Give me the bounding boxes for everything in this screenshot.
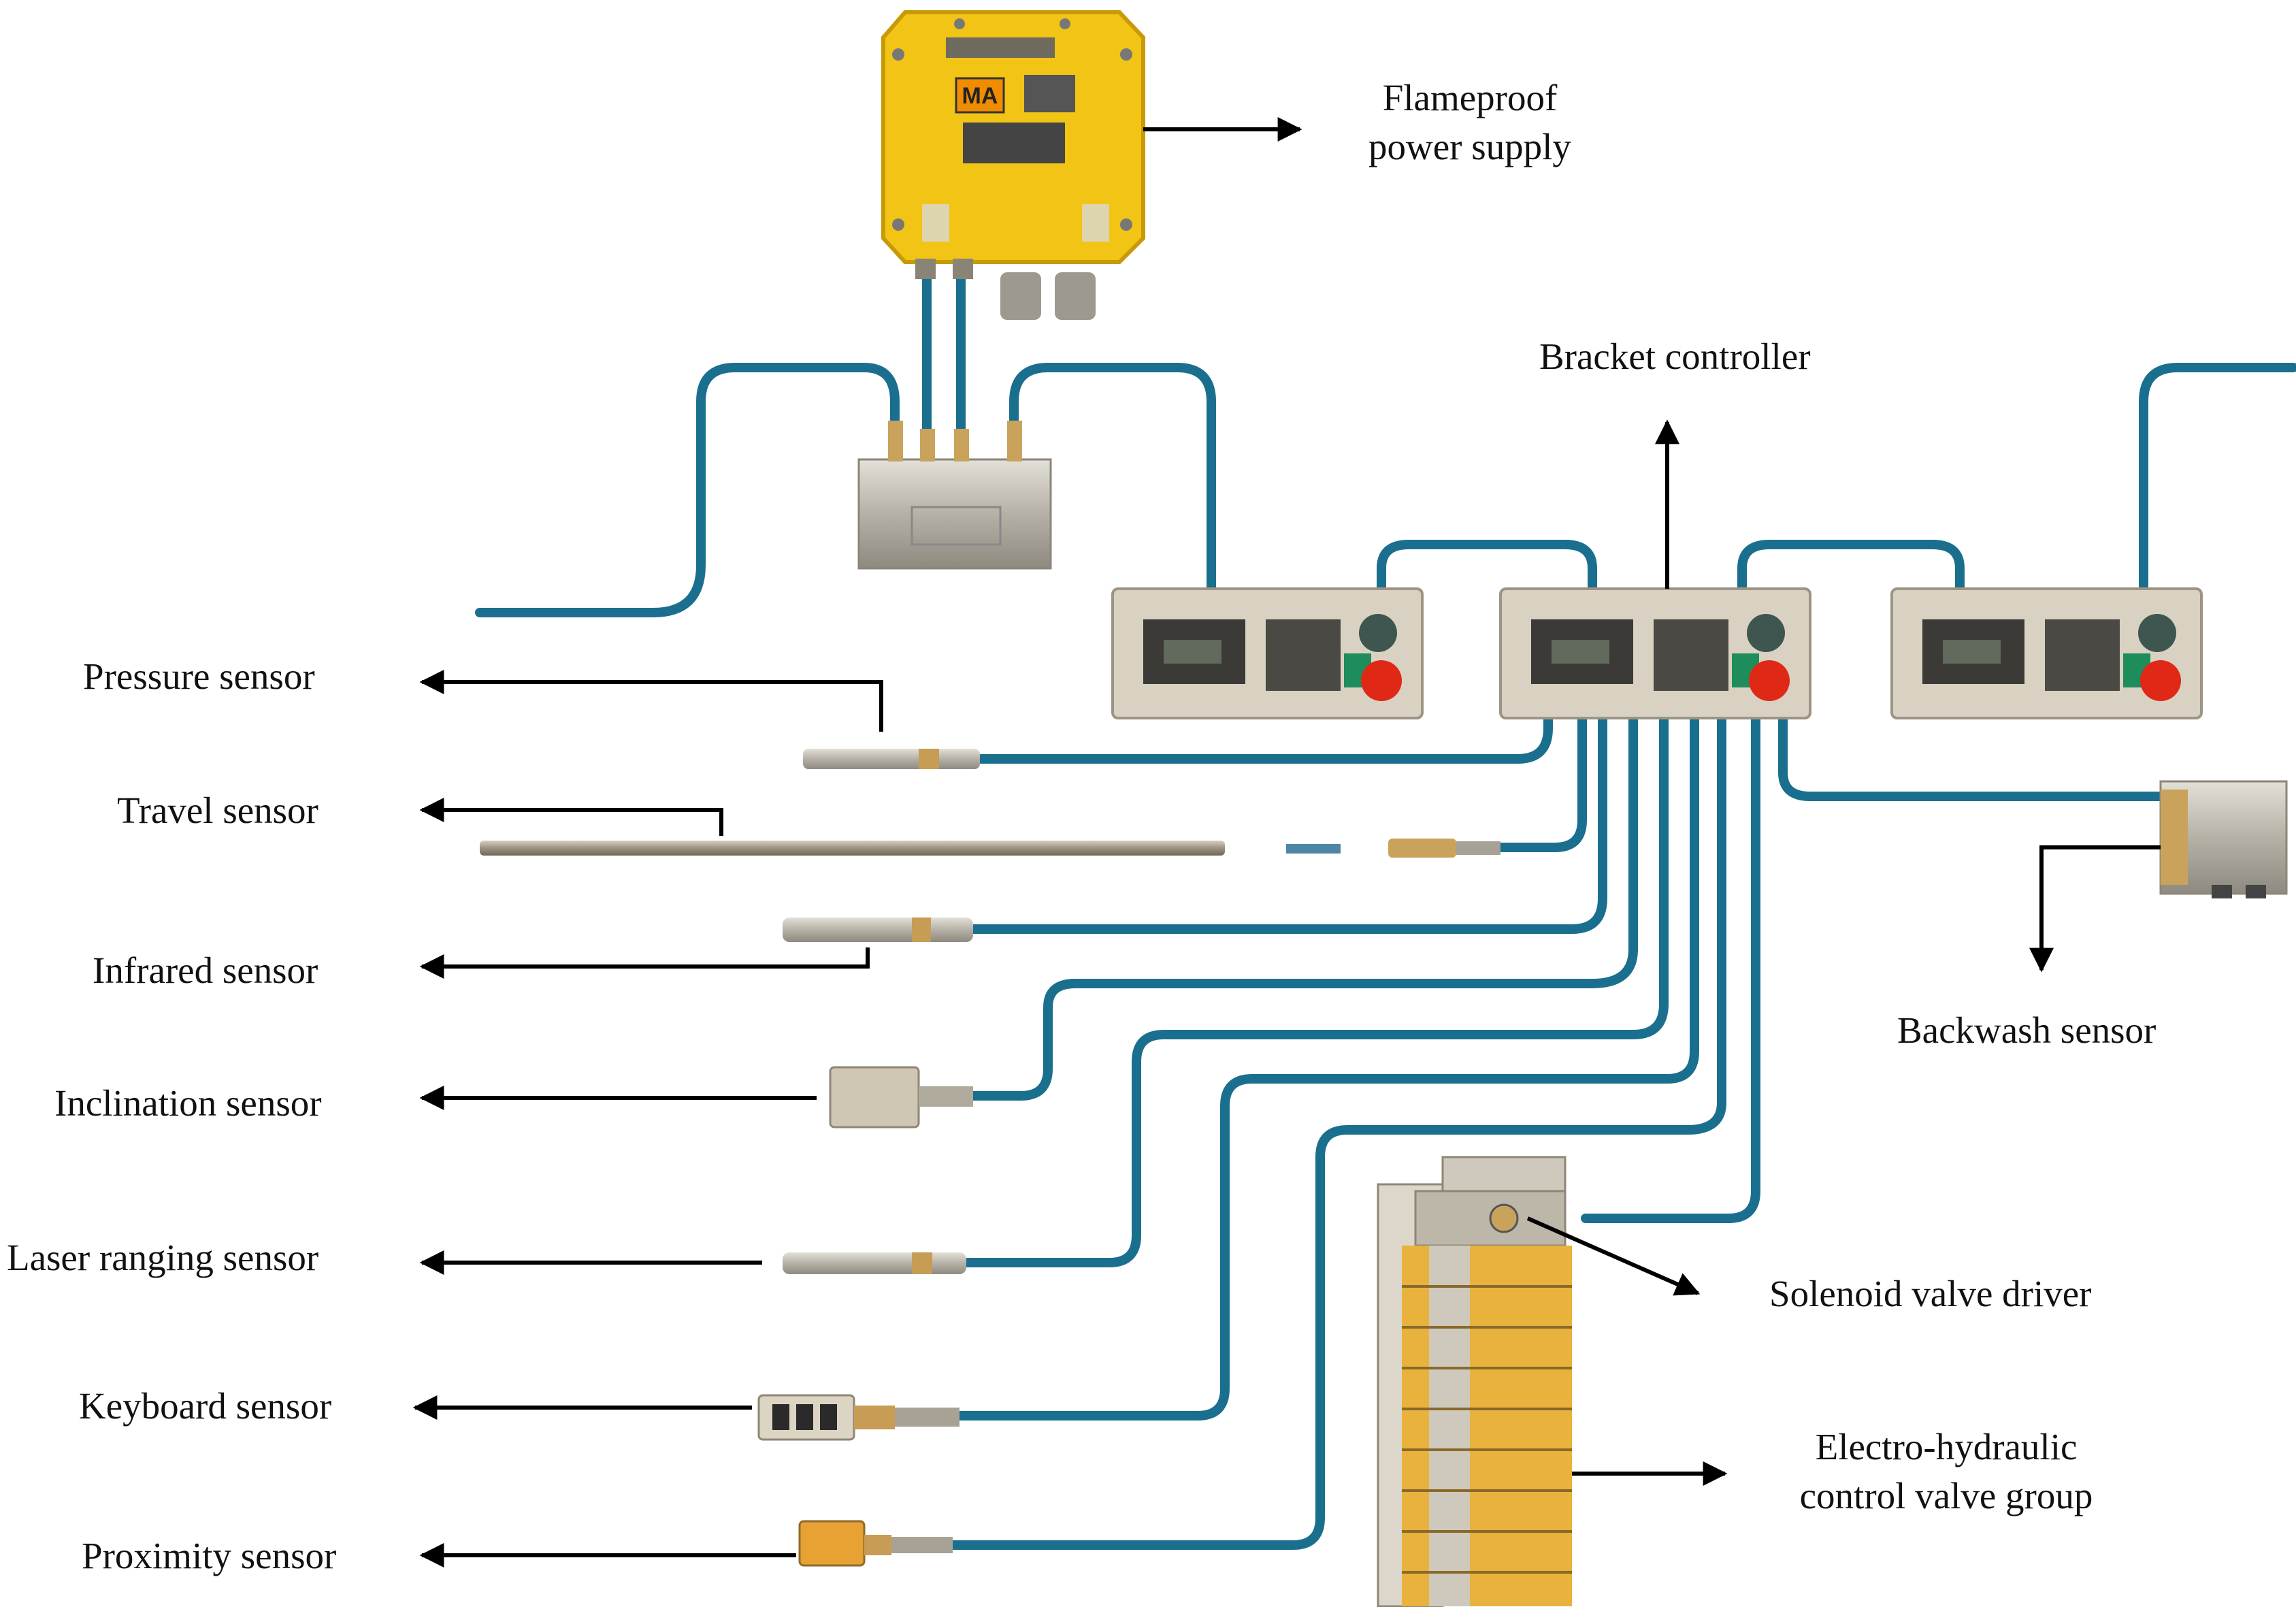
- cable-travel: [1492, 713, 1587, 852]
- flameproof-power-supply: MA: [881, 10, 1145, 320]
- backwash-sensor-device: [2159, 780, 2288, 898]
- cable-solenoid: [1581, 713, 1760, 1223]
- cable-pressure: [975, 713, 1553, 764]
- proximity-sensor-device: [798, 1520, 953, 1567]
- label-pressure-sensor: Pressure sensor: [83, 655, 315, 697]
- label-valve-group-line2: control valve group: [1799, 1474, 2093, 1516]
- cable-proximity: [948, 713, 1726, 1550]
- label-proximity-sensor: Proximity sensor: [82, 1535, 337, 1576]
- cable-inclination: [968, 713, 1638, 1101]
- bracket-controller-2: [1499, 587, 1811, 719]
- trunk-cable-right: [2139, 363, 2296, 594]
- cable-laser: [962, 713, 1669, 1267]
- label-flameproof-line1: Flameproof: [1382, 77, 1558, 118]
- label-bracket-controller: Bracket controller: [1539, 336, 1811, 377]
- cables: [475, 267, 2296, 1550]
- label-infrared-sensor: Infrared sensor: [93, 949, 318, 991]
- bracket-controller-3: [1890, 587, 2203, 719]
- junction-box: [857, 421, 1052, 570]
- bracket-controller-1: [1111, 587, 1424, 719]
- arrow-solenoid: [1526, 1216, 1701, 1296]
- label-solenoid-valve-driver: Solenoid valve driver: [1769, 1273, 2092, 1314]
- label-laser-ranging-sensor: Laser ranging sensor: [7, 1237, 319, 1278]
- arrow-pressure: [419, 670, 883, 732]
- arrow-travel: [419, 798, 723, 836]
- arrows: [412, 117, 2161, 1568]
- label-electro-hydraulic-valve-group: Electro-hydraulic control valve group: [1742, 1423, 2150, 1520]
- label-inclination-sensor: Inclination sensor: [54, 1082, 322, 1124]
- cable-keyboard: [955, 713, 1699, 1421]
- link-cable-1-2: [1377, 540, 1597, 594]
- cable-backwash: [1778, 713, 2182, 801]
- label-travel-sensor: Travel sensor: [117, 790, 318, 831]
- label-flameproof-power-supply: Flameproof power supply: [1334, 74, 1606, 171]
- cable-infrared: [968, 713, 1607, 934]
- arrow-infrared: [419, 947, 870, 979]
- inclination-sensor-device: [829, 1066, 973, 1129]
- electro-hydraulic-valve-group: [1377, 1156, 1572, 1607]
- arrow-backwash: [2029, 845, 2161, 973]
- svg-text:MA: MA: [962, 83, 998, 109]
- infrared-sensor-device: [783, 918, 973, 942]
- travel-sensor-device: [480, 839, 1500, 858]
- keyboard-sensor-device: [757, 1394, 960, 1441]
- label-keyboard-sensor: Keyboard sensor: [79, 1385, 332, 1427]
- trunk-cable-left: [475, 363, 900, 617]
- laser-ranging-sensor-device: [783, 1252, 966, 1274]
- label-backwash-sensor: Backwash sensor: [1897, 1009, 2156, 1051]
- trunk-cable-controller1: [1009, 363, 1216, 594]
- link-cable-2-3: [1737, 540, 1965, 594]
- label-valve-group-line1: Electro-hydraulic: [1815, 1426, 2078, 1467]
- label-flameproof-line2: power supply: [1368, 125, 1571, 167]
- pressure-sensor-device: [803, 749, 980, 769]
